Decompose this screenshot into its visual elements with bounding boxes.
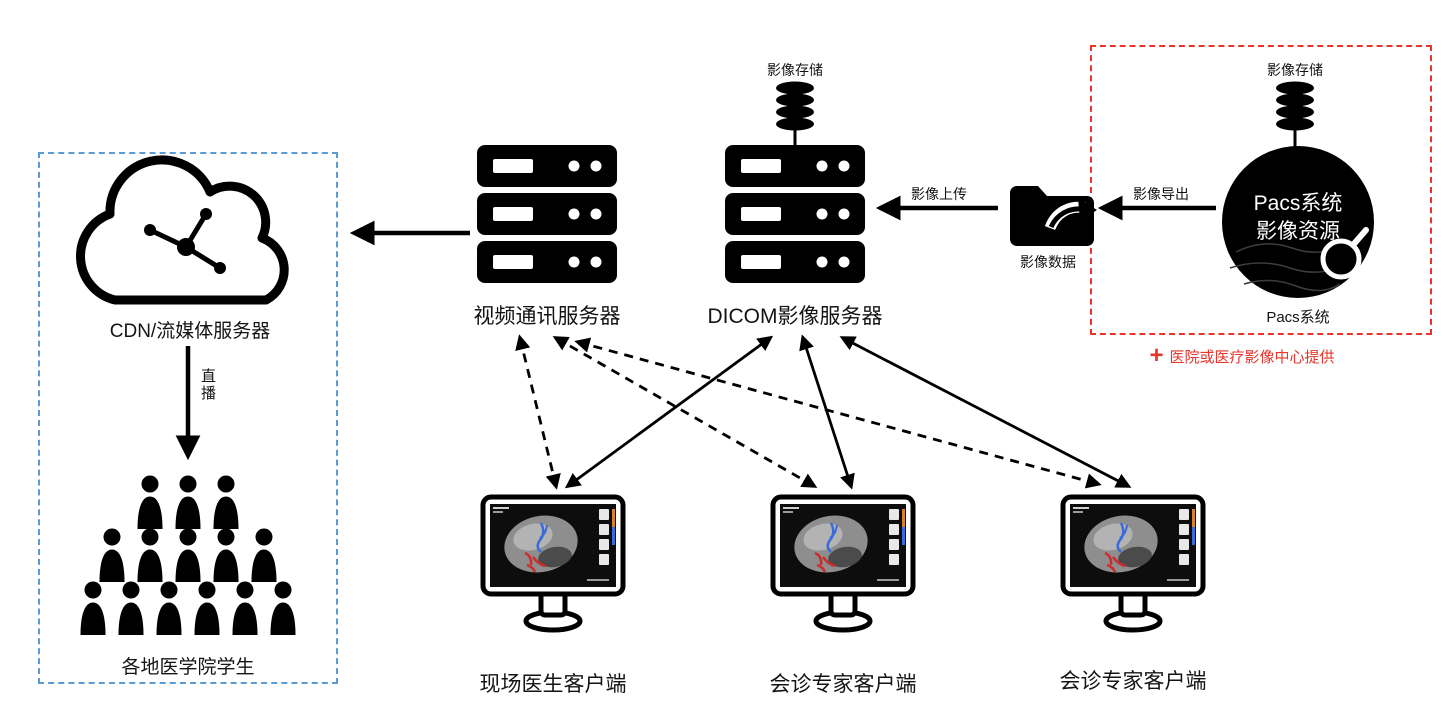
pacs-storage-label: 影像存储 — [1267, 62, 1323, 78]
magnifier-icon — [1320, 227, 1369, 280]
pacs-circle-title-line2: 影像资源 — [1256, 220, 1340, 244]
client-monitor-1 — [483, 497, 623, 630]
students-label: 各地医学院学生 — [121, 657, 255, 678]
students-crowd-icon — [80, 475, 296, 635]
export-arrow-label: 影像导出 — [1133, 186, 1189, 202]
pacs-caption: Pacs系统 — [1266, 309, 1330, 326]
dicom-storage-icon — [776, 81, 814, 146]
dicom-storage-label: 影像存储 — [767, 62, 823, 78]
flow-arrows — [175, 195, 1216, 461]
pacs-circle-title-line1: Pacs系统 — [1253, 192, 1343, 215]
dicom-server-icon — [725, 145, 865, 283]
live-stream-label: 直播 — [199, 368, 216, 402]
dicom-client2-link — [799, 334, 855, 490]
client-monitor-3 — [1063, 497, 1203, 630]
dicom-client1-link — [564, 335, 774, 489]
pacs-circle-title: Pacs系统 影像资源 — [1254, 190, 1343, 247]
video-client1-link — [515, 334, 561, 490]
cdn-students-group-box — [38, 152, 338, 684]
pacs-system-icon — [1222, 146, 1374, 298]
network-icon — [144, 208, 226, 274]
plus-icon: + — [1149, 342, 1164, 369]
client1-label: 现场医生客户端 — [479, 673, 627, 696]
dicom-server-label: DICOM影像服务器 — [707, 305, 883, 328]
upload-arrow-label: 影像上传 — [911, 186, 967, 202]
provider-note-text: 医院或医疗影像中心提供 — [1169, 348, 1335, 366]
dicom-client3-link — [839, 336, 1132, 488]
folder-icon — [1010, 186, 1097, 246]
video-client2-link — [552, 336, 818, 488]
pacs-storage-icon — [1276, 81, 1314, 150]
cdn-cloud-icon — [76, 155, 289, 305]
client3-label: 会诊专家客户端 — [1059, 670, 1207, 693]
folder-label: 影像数据 — [1020, 254, 1076, 270]
hospital-pacs-group-box — [1090, 45, 1432, 335]
client-monitor-2 — [773, 497, 913, 630]
provider-note: + 医院或医疗影像中心提供 — [1149, 344, 1334, 368]
cdn-server-label: CDN/流媒体服务器 — [109, 321, 271, 342]
client-links — [515, 334, 1132, 490]
client2-label: 会诊专家客户端 — [769, 673, 917, 696]
video-client3-link — [574, 337, 1102, 489]
video-server-label: 视频通讯服务器 — [473, 305, 621, 328]
video-server-icon — [477, 145, 617, 283]
